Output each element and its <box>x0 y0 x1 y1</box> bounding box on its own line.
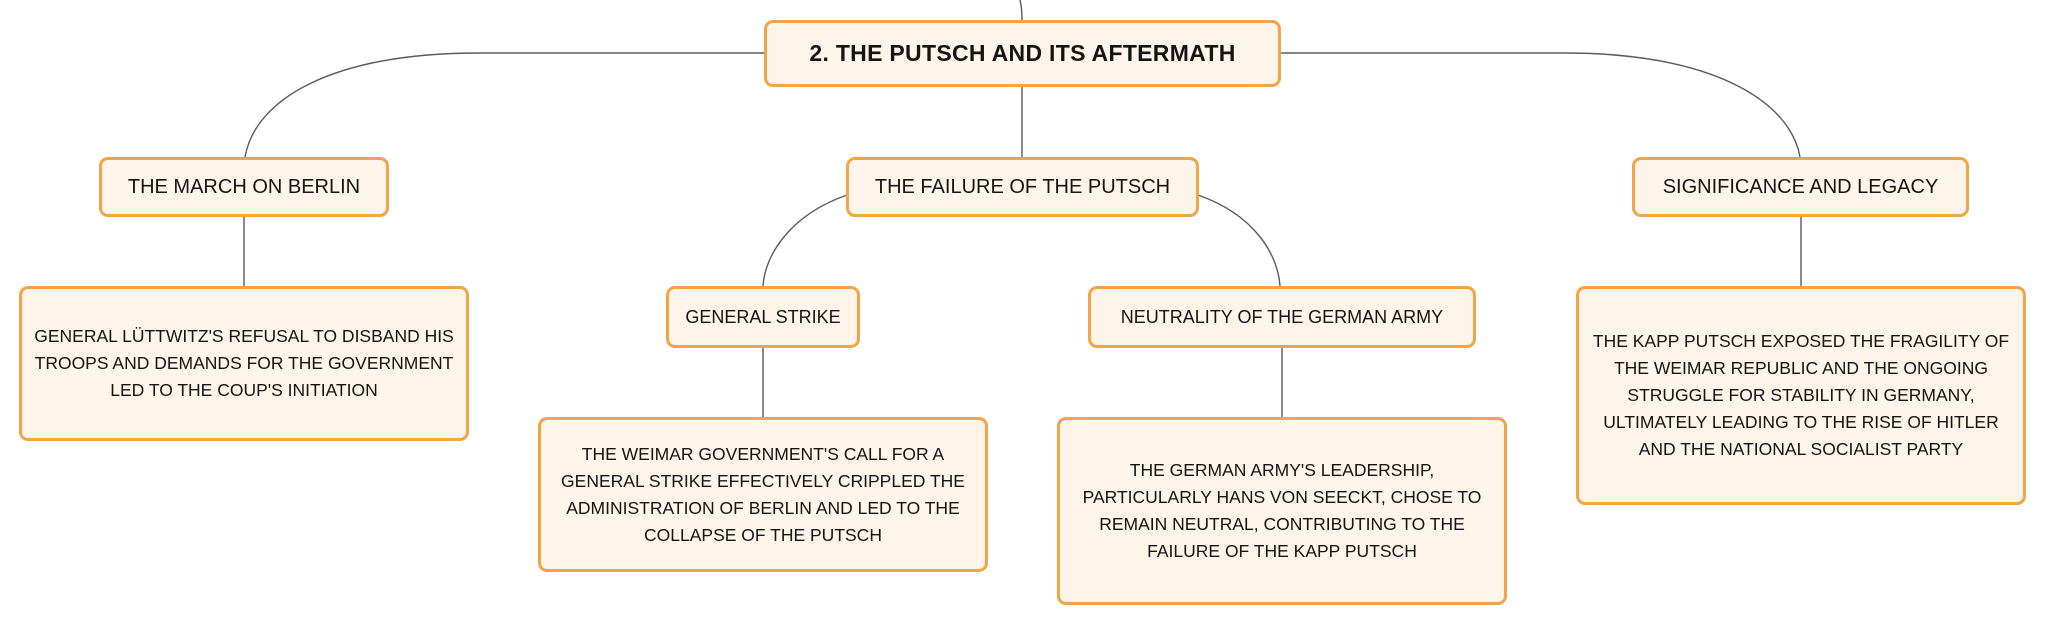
detail-node-text: GENERAL LÜTTWITZ'S REFUSAL TO DISBAND HI… <box>34 326 454 400</box>
connector-root-to-march <box>244 52 765 158</box>
root-node-label: 2. THE PUTSCH AND ITS AFTERMATH <box>809 40 1236 66</box>
subtopic-node-general-strike[interactable]: GENERAL STRIKE <box>666 286 860 348</box>
root-node[interactable]: 2. THE PUTSCH AND ITS AFTERMATH <box>764 20 1281 87</box>
subtopic-node-label: NEUTRALITY OF THE GERMAN ARMY <box>1120 306 1444 327</box>
topic-node-label: SIGNIFICANCE AND LEGACY <box>1662 175 1939 198</box>
detail-node-neutrality-of-army[interactable]: THE GERMAN ARMY'S LEADERSHIP, PARTICULAR… <box>1057 417 1507 605</box>
connector-root-to-legacy <box>1280 52 1801 158</box>
topic-node-label: THE FAILURE OF THE PUTSCH <box>874 175 1171 198</box>
detail-node-text: THE KAPP PUTSCH EXPOSED THE FRAGILITY OF… <box>1592 331 2010 459</box>
connector-failure-to-army <box>1197 194 1281 287</box>
detail-node-general-strike[interactable]: THE WEIMAR GOVERNMENT'S CALL FOR A GENER… <box>538 417 988 572</box>
detail-node-text: THE WEIMAR GOVERNMENT'S CALL FOR A GENER… <box>561 443 965 545</box>
detail-node-significance-and-legacy[interactable]: THE KAPP PUTSCH EXPOSED THE FRAGILITY OF… <box>1576 286 2026 505</box>
topic-node-march-on-berlin[interactable]: THE MARCH ON BERLIN <box>99 157 389 217</box>
topic-node-significance-and-legacy[interactable]: SIGNIFICANCE AND LEGACY <box>1632 157 1969 217</box>
topic-node-failure-of-putsch[interactable]: THE FAILURE OF THE PUTSCH <box>846 157 1199 217</box>
subtopic-node-neutrality-of-army[interactable]: NEUTRALITY OF THE GERMAN ARMY <box>1088 286 1476 348</box>
connector-failure-to-strike <box>762 194 848 287</box>
detail-node-march-on-berlin[interactable]: GENERAL LÜTTWITZ'S REFUSAL TO DISBAND HI… <box>19 286 469 441</box>
connector-parent-to-root <box>1019 0 1023 21</box>
topic-node-label: THE MARCH ON BERLIN <box>127 175 361 198</box>
subtopic-node-label: GENERAL STRIKE <box>685 306 841 327</box>
detail-node-text: THE GERMAN ARMY'S LEADERSHIP, PARTICULAR… <box>1082 460 1482 561</box>
